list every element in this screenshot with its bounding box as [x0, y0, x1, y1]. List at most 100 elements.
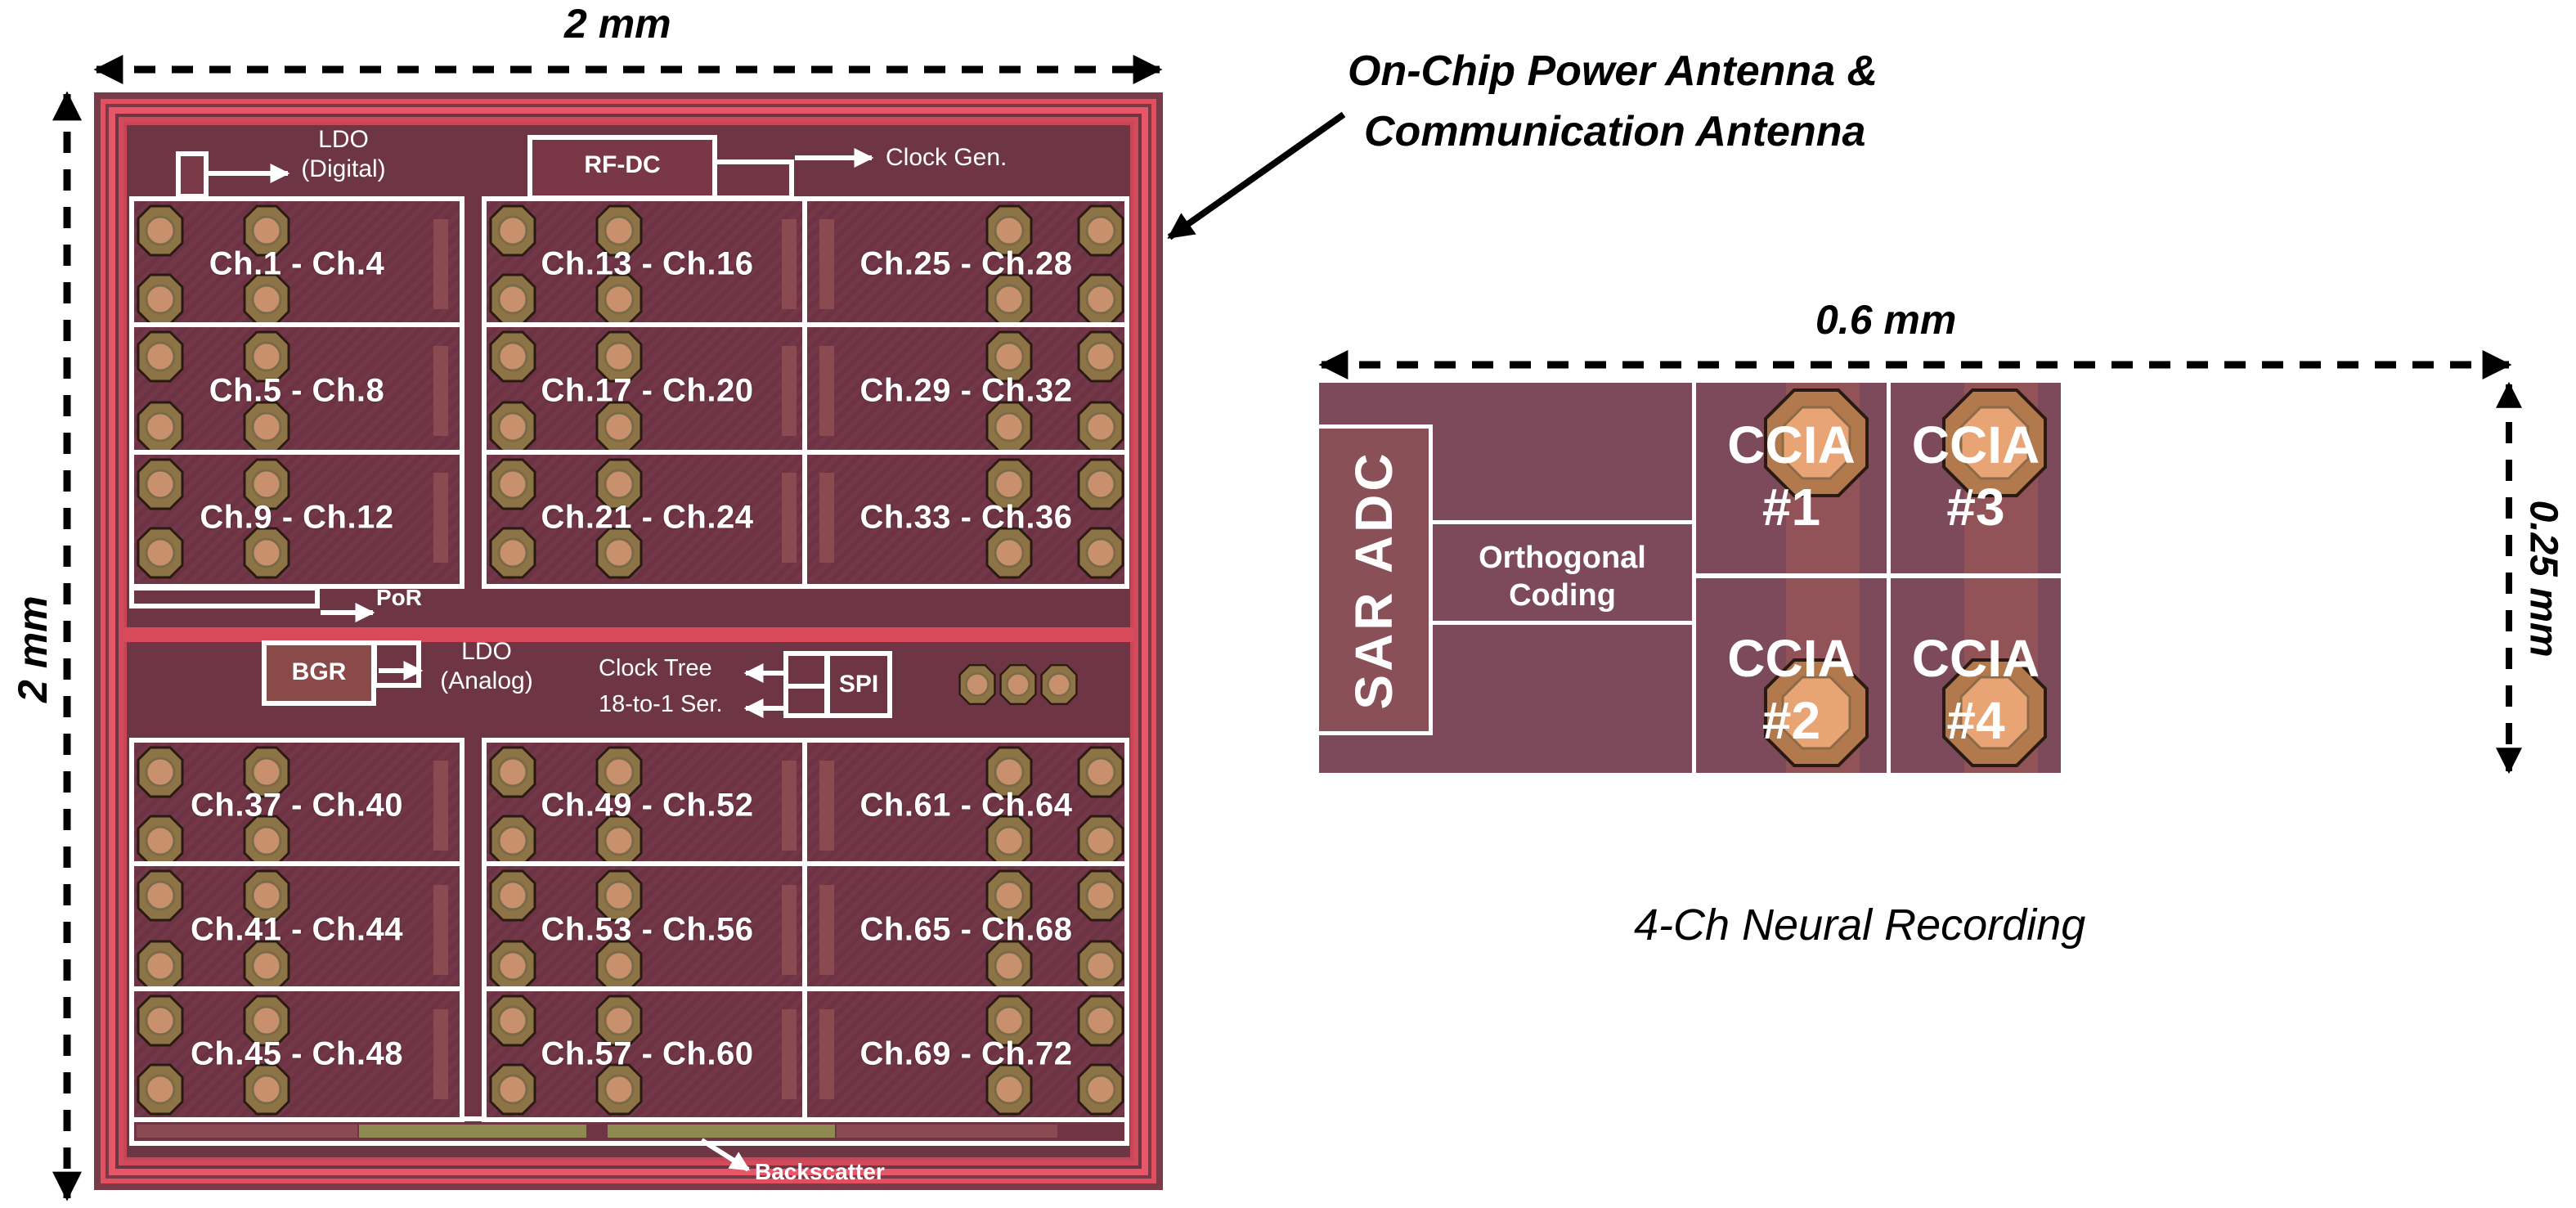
channel-group-label: Ch.17 - Ch.20 [541, 372, 754, 409]
electrode-pad-icon [595, 746, 643, 798]
electrode-pad-icon [1941, 658, 2048, 768]
ldo-analog-box [372, 640, 421, 688]
circuit-block [433, 473, 448, 563]
circuit-block [433, 219, 448, 309]
channel-group-label: Ch.5 - Ch.8 [209, 372, 385, 409]
chip-width-label: 2 mm [564, 1, 671, 47]
block-divider [802, 196, 807, 589]
channel-group: Ch.5 - Ch.8 [134, 327, 460, 455]
circuit-block [782, 1009, 797, 1099]
electrode-pad-icon [243, 1063, 290, 1116]
electrode-pad-icon [137, 746, 184, 798]
electrode-pad-icon [985, 527, 1033, 579]
block-divider [129, 450, 464, 455]
block-divider [129, 322, 464, 327]
spi-ser-box [783, 684, 829, 718]
channel-group-label: Ch.49 - Ch.52 [541, 787, 754, 824]
electrode-pad-icon [137, 273, 184, 326]
electrode-pad-icon [985, 204, 1033, 257]
channel-group-label: Ch.13 - Ch.16 [541, 245, 754, 282]
electrode-pad-icon [243, 401, 290, 453]
channel-group-label: Ch.37 - Ch.40 [191, 787, 403, 824]
electrode-pad-icon [1763, 388, 1869, 498]
electrode-pad-icon [595, 815, 643, 867]
chip-height-label: 2 mm [10, 595, 56, 703]
backscatter-strip-b [359, 1125, 586, 1138]
electrode-pad-icon [595, 527, 643, 579]
electrode-pad-icon [595, 940, 643, 992]
channel-group-label: Ch.65 - Ch.68 [859, 911, 1073, 948]
electrode-pad-icon [595, 869, 643, 922]
channel-group: Ch.49 - Ch.52 [487, 743, 808, 869]
electrode-pad-icon [137, 940, 184, 992]
block-divider [802, 738, 807, 1122]
electrode-pad-icon [595, 330, 643, 383]
ccia-label: CCIA#3 [1911, 415, 2040, 537]
spi-box: SPI [825, 651, 892, 718]
backscatter-strip-a [137, 1125, 357, 1138]
block-divider [129, 986, 464, 991]
ccia-block: CCIA#4 [1891, 578, 2061, 773]
ccia-block: CCIA#1 [1696, 383, 1887, 573]
ldo-digital-label: LDO (Digital) [301, 126, 386, 182]
spi-label: SPI [838, 671, 879, 698]
clock-tree-label: Clock Tree [599, 655, 712, 681]
backscatter-strip-d [837, 1125, 1057, 1138]
channel-group-label: Ch.57 - Ch.60 [541, 1035, 754, 1072]
electrode-pad-icon [1077, 815, 1124, 867]
ldo-analog-label: LDO (Analog) [440, 638, 533, 694]
backscatter-box [129, 1116, 1129, 1146]
electrode-pad-icon [489, 940, 536, 992]
electrode-pad-icon [137, 527, 184, 579]
backscatter-label: Backscatter [755, 1159, 885, 1184]
ldo-digital-box [176, 151, 209, 199]
electrode-pad-icon [595, 204, 643, 257]
electrode-pad-icon [595, 458, 643, 510]
electrode-pad-icon [1077, 401, 1124, 453]
clock-gen-box [712, 159, 794, 200]
electrode-pad-icon [1077, 273, 1124, 326]
electrode-pad-icon [1077, 869, 1124, 922]
electrode-pad-icon [1077, 1063, 1124, 1116]
block-divider [129, 861, 464, 866]
antenna-callout-arrow [1167, 111, 1346, 240]
channel-group-label: Ch.29 - Ch.32 [859, 372, 1073, 409]
antenna-callout-label: On-Chip Power Antenna & Communication An… [1348, 47, 1878, 155]
electrode-pad-icon [489, 995, 536, 1047]
row-divider [1692, 573, 2061, 578]
electrode-pad-icon [1941, 388, 2048, 498]
channel-group: Ch.61 - Ch.64 [808, 743, 1124, 869]
electrode-pad-icon [137, 869, 184, 922]
circuit-block [433, 1009, 448, 1099]
electrode-pad-icon [985, 273, 1033, 326]
ccia-block: CCIA#3 [1891, 383, 2061, 573]
circuit-block [782, 885, 797, 975]
electrode-pad-icon [958, 662, 996, 707]
electrode-pad-icon [243, 527, 290, 579]
circuit-block [819, 761, 834, 851]
channel-group: Ch.65 - Ch.68 [808, 866, 1124, 994]
channel-group: Ch.9 - Ch.12 [134, 455, 460, 581]
electrode-pad-icon [489, 458, 536, 510]
electrode-pad-icon [137, 330, 184, 383]
electrode-pad-icon [1077, 940, 1124, 992]
channel-group: Ch.53 - Ch.56 [487, 866, 808, 994]
channel-group: Ch.33 - Ch.36 [808, 455, 1124, 581]
electrode-pad-icon [985, 401, 1033, 453]
por-label: PoR [376, 585, 422, 610]
electrode-pad-icon [243, 746, 290, 798]
electrode-pad-icon [243, 815, 290, 867]
rf-dc-label: RF-DC [584, 151, 661, 178]
electrode-pad-icon [985, 746, 1033, 798]
circuit-block [819, 885, 834, 975]
sar-adc-block: SAR ADC [1319, 424, 1433, 735]
electrode-pad-icon [985, 458, 1033, 510]
electrode-pad-icon [489, 1063, 536, 1116]
circuit-block [819, 1009, 834, 1099]
electrode-pad-icon [489, 815, 536, 867]
electrode-pad-icon [1077, 458, 1124, 510]
electrode-pad-icon [985, 940, 1033, 992]
electrode-pad-icon [489, 527, 536, 579]
electrode-pad-icon [595, 995, 643, 1047]
orthogonal-coding-label: Orthogonal Coding [1479, 541, 1646, 613]
